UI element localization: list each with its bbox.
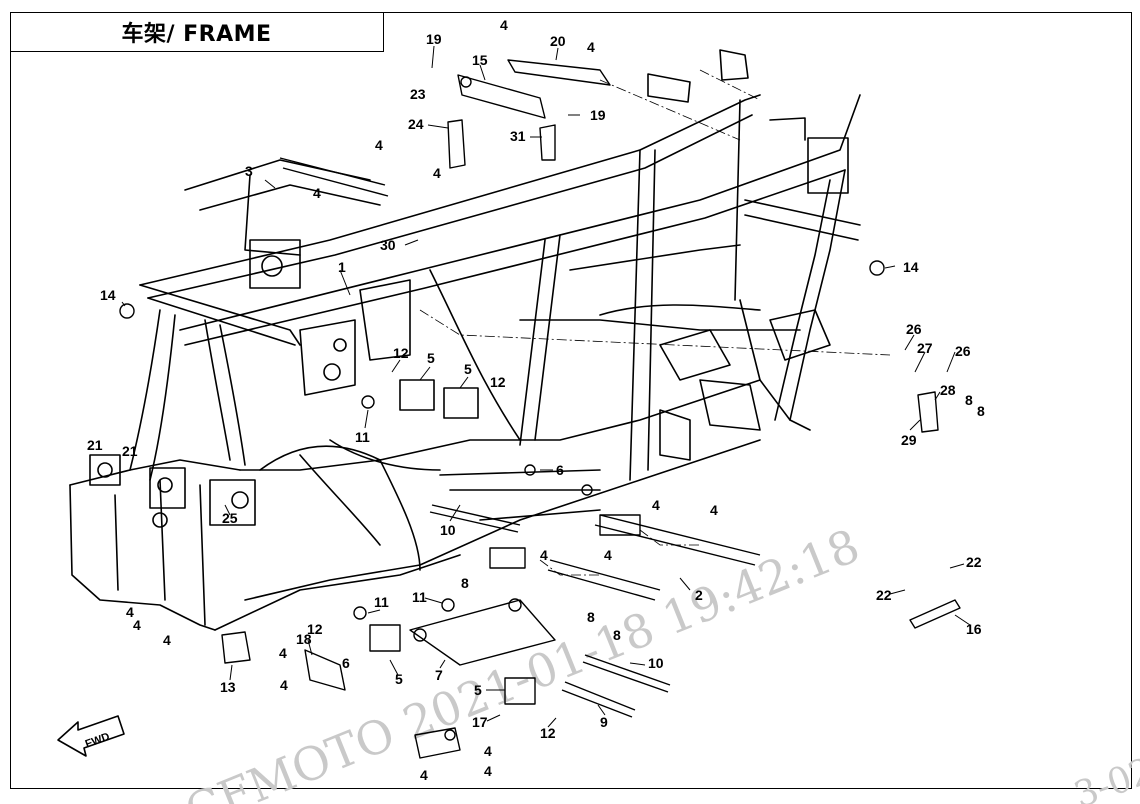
callout-12: 12 bbox=[540, 725, 556, 741]
callout-21: 21 bbox=[87, 437, 103, 453]
callout-4: 4 bbox=[652, 497, 660, 513]
callout-4: 4 bbox=[484, 763, 492, 779]
callout-10: 10 bbox=[648, 655, 664, 671]
callout-22: 22 bbox=[876, 587, 892, 603]
callout-16: 16 bbox=[966, 621, 982, 637]
callout-17: 17 bbox=[472, 714, 488, 730]
callout-11: 11 bbox=[412, 589, 427, 605]
callout-15: 15 bbox=[472, 52, 488, 68]
exploded-parts bbox=[119, 59, 961, 759]
callout-6: 6 bbox=[342, 655, 350, 671]
callout-11: 11 bbox=[374, 594, 389, 610]
callout-5: 5 bbox=[474, 682, 482, 698]
callout-8: 8 bbox=[613, 627, 621, 643]
callout-4: 4 bbox=[280, 677, 288, 693]
callout-26: 26 bbox=[906, 321, 922, 337]
callout-4: 4 bbox=[540, 547, 548, 563]
watermark-tail: 3-02 bbox=[1069, 750, 1140, 804]
callout-23: 23 bbox=[410, 86, 426, 102]
callout-27: 27 bbox=[917, 340, 933, 356]
callout-12: 12 bbox=[307, 621, 323, 637]
callout-25: 25 bbox=[222, 510, 238, 526]
callout-21: 21 bbox=[122, 443, 138, 459]
callout-24: 24 bbox=[408, 116, 424, 132]
callout-31: 31 bbox=[510, 128, 526, 144]
callout-4: 4 bbox=[587, 39, 595, 55]
callout-12: 12 bbox=[490, 374, 506, 390]
callout-14: 14 bbox=[903, 259, 919, 275]
callout-4: 4 bbox=[420, 767, 428, 783]
callout-6: 6 bbox=[556, 462, 564, 478]
callout-4: 4 bbox=[163, 632, 171, 648]
drawing-border bbox=[10, 12, 1132, 789]
callout-10: 10 bbox=[440, 522, 456, 538]
callout-26: 26 bbox=[955, 343, 971, 359]
callout-19: 19 bbox=[590, 107, 606, 123]
callout-4: 4 bbox=[313, 185, 321, 201]
callout-22: 22 bbox=[966, 554, 982, 570]
callout-4: 4 bbox=[126, 604, 134, 620]
callout-19: 19 bbox=[426, 31, 442, 47]
callout-18: 18 bbox=[296, 631, 312, 647]
callout-1: 1 bbox=[338, 259, 346, 275]
main-frame bbox=[69, 49, 861, 631]
callout-20: 20 bbox=[550, 33, 566, 49]
callout-4: 4 bbox=[484, 743, 492, 759]
callouts: 1 2 3 4 4 4 4 4 4 4 4 4 4 4 4 4 4 4 4 4 … bbox=[87, 17, 985, 783]
callout-13: 13 bbox=[220, 679, 236, 695]
callout-7: 7 bbox=[435, 667, 443, 683]
callout-4: 4 bbox=[604, 547, 612, 563]
callout-4: 4 bbox=[375, 137, 383, 153]
callout-8: 8 bbox=[977, 403, 985, 419]
callout-30: 30 bbox=[380, 237, 396, 253]
callout-11: 11 bbox=[355, 429, 370, 445]
leader-lines bbox=[121, 45, 971, 728]
diagram-title: 车架/ FRAME bbox=[10, 12, 384, 52]
callout-12: 12 bbox=[393, 345, 409, 361]
callout-2: 2 bbox=[695, 587, 703, 603]
callout-29: 29 bbox=[901, 432, 917, 448]
callout-4: 4 bbox=[433, 165, 441, 181]
callout-14: 14 bbox=[100, 287, 116, 303]
callout-4: 4 bbox=[279, 645, 287, 661]
callout-3: 3 bbox=[245, 163, 253, 179]
alignment-lines bbox=[419, 69, 891, 576]
callout-9: 9 bbox=[600, 714, 608, 730]
callout-4: 4 bbox=[133, 617, 141, 633]
callout-8: 8 bbox=[461, 575, 469, 591]
callout-5: 5 bbox=[395, 671, 403, 687]
callout-28: 28 bbox=[940, 382, 956, 398]
fwd-arrow-icon: FWD bbox=[57, 715, 125, 757]
callout-8: 8 bbox=[587, 609, 595, 625]
callout-8: 8 bbox=[965, 392, 973, 408]
watermark-text: CFMOTO 2021-01-18 19:42:18 bbox=[178, 518, 867, 804]
callout-4: 4 bbox=[500, 17, 508, 33]
callout-5: 5 bbox=[464, 361, 472, 377]
callout-4: 4 bbox=[710, 502, 718, 518]
callout-5: 5 bbox=[427, 350, 435, 366]
